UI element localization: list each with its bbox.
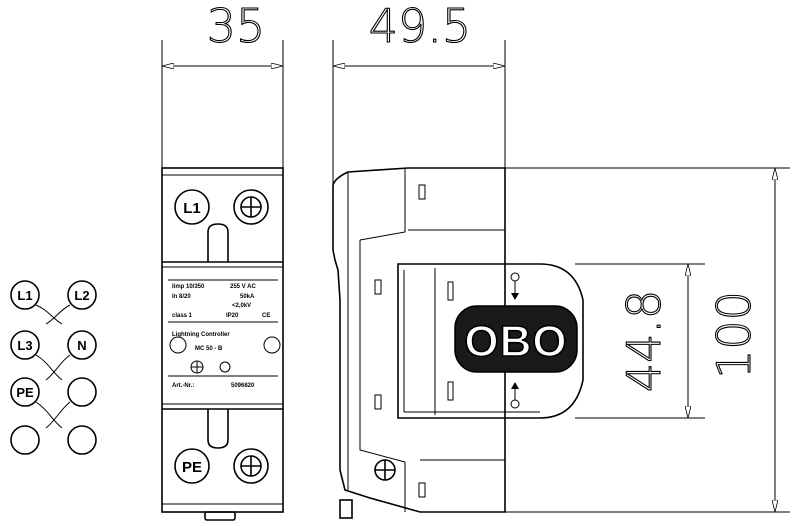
side-view: OBO (332, 167, 584, 519)
arrow-up-icon (510, 382, 520, 409)
label-protection-level: <2,0kV (232, 303, 251, 309)
terminal-top-label: L1 (183, 200, 201, 217)
legend-terminal-circle (10, 377, 40, 407)
wiring-legend: L1 L2 L3 N PE (10, 280, 97, 455)
label-ip: IP20 (226, 313, 239, 319)
terminal-bottom-circle (174, 448, 210, 484)
dimension-35-text: 35 (207, 0, 266, 53)
side-housing-outline (332, 167, 506, 513)
dimension-44-8-text: 44.8 (617, 290, 671, 392)
plug-in-module (397, 263, 584, 419)
legend-terminal-circle (10, 330, 40, 360)
legend-terminal-l2: L2 (74, 288, 89, 303)
dimension-width-front: 35 (161, 0, 284, 168)
dimension-height-total: 100 (505, 167, 790, 513)
indicator-icon (219, 361, 231, 373)
label-line1: Lightning Controller (172, 332, 230, 338)
label-current: 50kA (240, 294, 255, 300)
legend-row-2: L3 N (10, 330, 97, 360)
label-voltage: 255 V AC (230, 284, 256, 290)
screw-icon (190, 360, 204, 374)
legend-terminal-circle (67, 280, 97, 310)
legend-terminal-l3: L3 (17, 338, 32, 353)
din-clip (204, 511, 236, 521)
dimension-49-5-text: 49.5 (369, 0, 471, 53)
legend-terminal-n: N (77, 338, 86, 353)
dimension-100-text: 100 (707, 291, 761, 379)
obo-logo-text: OBO (464, 317, 567, 366)
label-art-nr-label: Art.-Nr.: (172, 383, 194, 389)
label-small1: Iimp 10/350 (172, 284, 205, 290)
side-clip (339, 499, 353, 519)
clamp-top (207, 223, 229, 262)
legend-terminal-circle (67, 377, 97, 407)
legend-terminal-pe: PE (16, 385, 34, 400)
clamp-bottom (207, 409, 229, 449)
ce-mark: CE (262, 313, 270, 319)
legend-terminal-l1: L1 (17, 288, 32, 303)
legend-row-1: L1 L2 (10, 280, 97, 310)
label-model: MC 50 - B (195, 346, 223, 352)
label-class: class 1 (172, 313, 193, 319)
legend-terminal-circle (10, 425, 40, 455)
front-view: L1 Iimp 10/350 255 V AC In 8/20 50kA <2,… (161, 167, 284, 521)
legend-terminal-circle (67, 425, 97, 455)
label-small2: In 8/20 (172, 294, 191, 300)
side-screw-icon (374, 459, 396, 481)
label-art-nr: 5096820 (231, 383, 255, 389)
front-label-plate: Iimp 10/350 255 V AC In 8/20 50kA <2,0kV… (168, 279, 281, 389)
dimension-width-side: 49.5 (332, 0, 506, 185)
legend-terminal-circle (10, 280, 40, 310)
legend-terminal-circle (67, 330, 97, 360)
terminal-screw-bottom-icon (233, 448, 269, 484)
legend-row-4 (10, 425, 97, 455)
dimension-height-label: 44.8 (575, 263, 705, 419)
terminal-bottom-label: PE (182, 459, 202, 476)
terminal-top-circle (174, 189, 210, 225)
obo-logo: OBO (454, 305, 578, 373)
terminal-screw-top-icon (233, 189, 269, 225)
legend-row-3: PE (10, 377, 97, 407)
arrow-down-icon (510, 272, 520, 300)
